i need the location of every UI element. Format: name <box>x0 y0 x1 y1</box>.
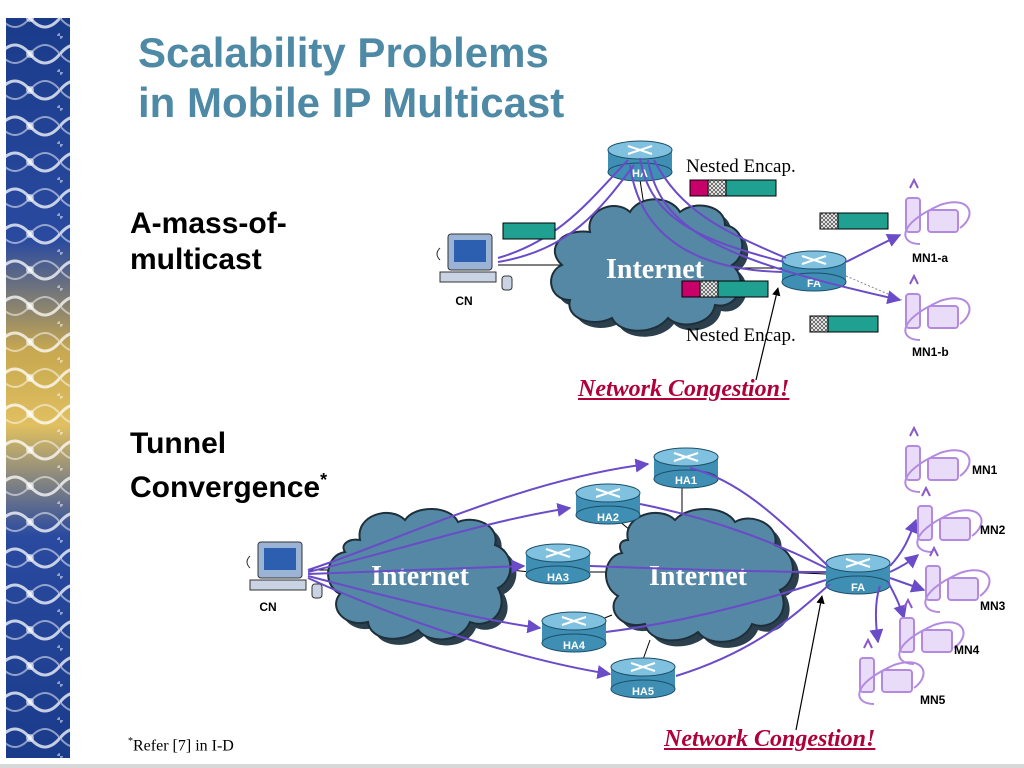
cloud-label: Internet <box>371 561 470 592</box>
footnote-text: Refer [7] in I-D <box>133 737 234 755</box>
mn-label: MN1-a <box>912 251 948 265</box>
router-label: HA5 <box>632 686 654 698</box>
encap-label-top: Nested Encap. <box>686 156 796 177</box>
congestion-label: Network Congestion! <box>578 376 790 402</box>
decorative-border <box>6 18 70 758</box>
tunnel-lines <box>307 458 926 679</box>
computer-icon <box>246 541 323 599</box>
footnote-marker: * <box>320 470 328 490</box>
router-label: HA1 <box>675 475 697 487</box>
bottom-divider <box>0 764 1024 768</box>
cn-label: CN <box>455 294 472 308</box>
heading-line-2: Convergence* <box>130 462 327 506</box>
mn-label: MN5 <box>920 693 946 707</box>
cloud-label: Internet <box>606 254 705 285</box>
router-label: HA3 <box>547 572 569 584</box>
title-line-2: in Mobile IP Multicast <box>138 79 565 126</box>
congestion-arrow <box>795 595 825 731</box>
computer-icon <box>436 233 513 291</box>
mobile-node-icon <box>904 177 971 245</box>
tunnel-lines <box>497 157 902 305</box>
internet-cloud-right <box>605 508 799 648</box>
encap-label-bottom: Nested Encap. <box>686 325 796 346</box>
cloud-label: Internet <box>649 561 748 592</box>
nested-packet-top <box>689 179 777 197</box>
router-label: FA <box>851 582 865 594</box>
congestion-label: Network Congestion! <box>664 726 876 752</box>
slide-title: Scalability Problems in Mobile IP Multic… <box>138 28 564 128</box>
packet-mn1a <box>819 212 889 230</box>
mn-label: MN4 <box>954 643 980 657</box>
heading-line-1: Tunnel <box>130 427 227 460</box>
mobile-node-icon <box>904 273 971 341</box>
mobile-node-icon <box>904 427 971 493</box>
mobile-node-icon <box>916 487 983 553</box>
footnote-marker: * <box>128 736 133 747</box>
router-label: HA2 <box>597 512 619 524</box>
heading-text: Convergence <box>130 471 321 504</box>
section-heading-mass-multicast: A-mass-of- multicast <box>130 206 287 278</box>
mn-label: MN2 <box>980 523 1006 537</box>
footnote: *Refer [7] in I-D <box>128 736 234 755</box>
title-line-1: Scalability Problems <box>138 29 549 76</box>
router-label: HA4 <box>563 640 586 652</box>
mn-label: MN3 <box>980 599 1006 613</box>
mn-label: MN1-b <box>912 345 949 359</box>
heading-line-1: A-mass-of- <box>130 207 287 240</box>
packet <box>502 222 556 240</box>
section-heading-tunnel-convergence: Tunnel Convergence* <box>130 426 327 506</box>
heading-line-2: multicast <box>130 243 262 276</box>
router-fa <box>781 250 847 292</box>
mn-label: MN1 <box>972 463 998 477</box>
packet-mn1b <box>809 315 879 333</box>
nested-packet-bottom <box>681 280 769 298</box>
congestion-arrow <box>755 287 781 381</box>
cn-label: CN <box>259 600 276 614</box>
